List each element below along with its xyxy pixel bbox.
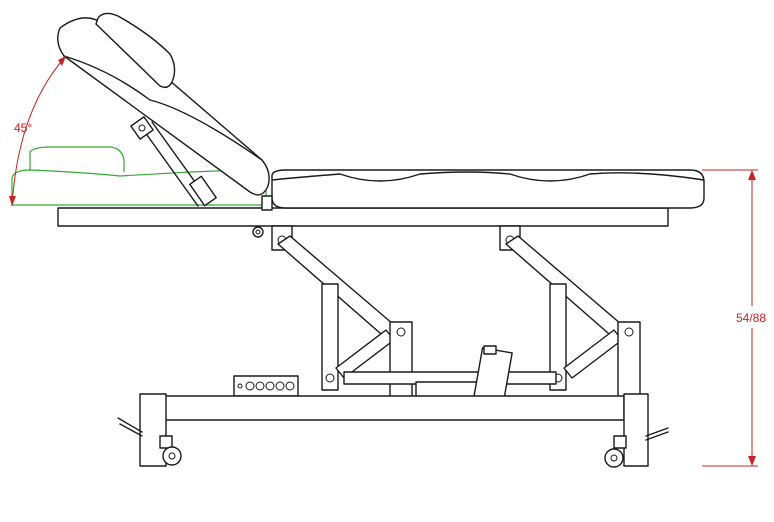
backrest-hinge: [252, 195, 273, 238]
height-dimension: 54/88: [702, 169, 766, 467]
table-cushion: [271, 169, 705, 209]
lift-motor: [415, 345, 513, 403]
height-label: 54/88: [736, 311, 766, 325]
angle-label: 45°: [14, 121, 32, 135]
raised-backrest: [57, 12, 270, 196]
control-box: [233, 375, 299, 397]
gas-strut: [130, 116, 217, 207]
adjuster-levers: [117, 417, 669, 441]
base-frame: [139, 393, 649, 467]
tilt-angle-dimension: 45°: [9, 55, 67, 207]
tabletop-frame: [57, 207, 669, 227]
left-caster-wheel: [159, 435, 182, 466]
headrest-cushion: [95, 12, 176, 89]
right-caster-wheel: [604, 435, 627, 468]
